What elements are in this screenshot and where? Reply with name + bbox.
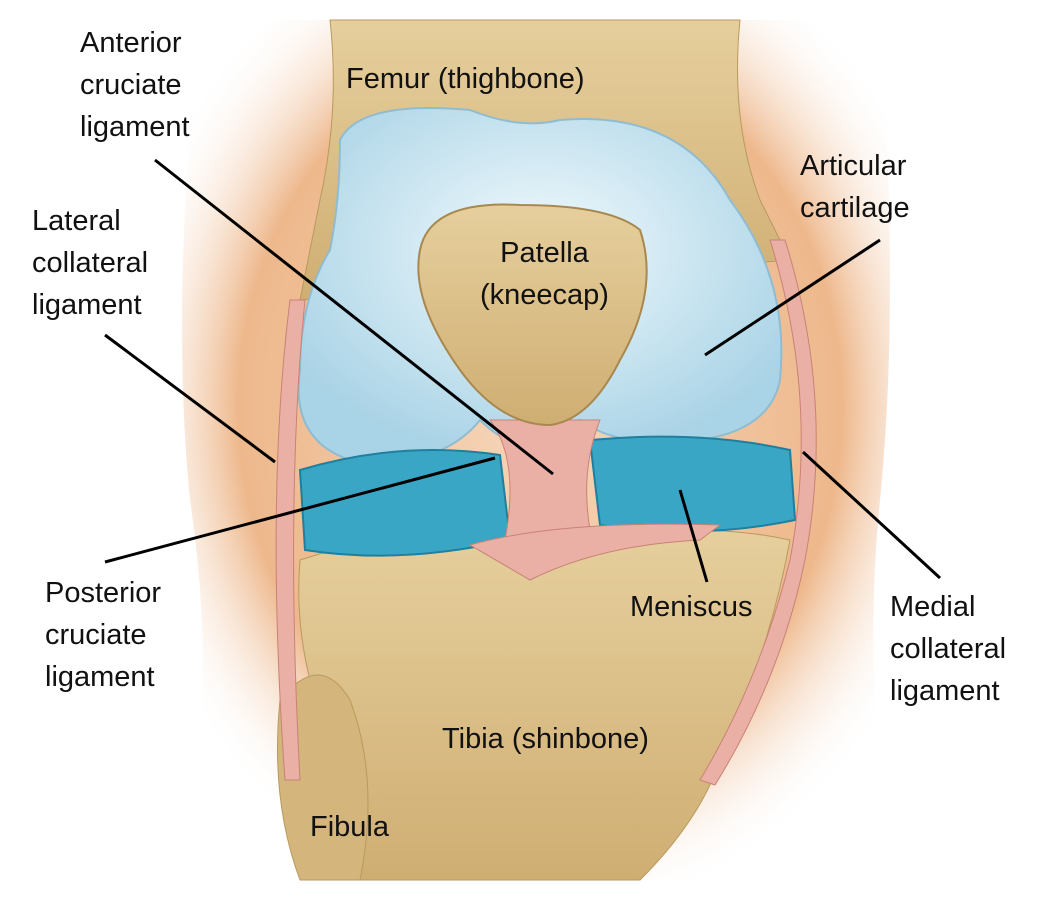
label-lcl: Lateral collateral ligament [32, 205, 149, 321]
label-acl: Anterior cruciate ligament [80, 27, 190, 143]
ligament-fibers [468, 523, 722, 581]
fibula [277, 674, 369, 881]
leader-mcl [801, 450, 942, 580]
label-articular-cartilage: Articular cartilage [800, 150, 910, 224]
leader-lcl [104, 333, 276, 464]
label-tibia: Tibia (shinbone) [442, 723, 649, 755]
label-mcl: Medial collateral ligament [890, 591, 1007, 707]
leader-meniscus [678, 489, 709, 583]
label-meniscus: Meniscus [630, 591, 753, 623]
label-pcl: Posterior cruciate ligament [45, 577, 162, 693]
leader-acl [154, 158, 554, 476]
leader-pcl [104, 456, 496, 564]
label-fibula: Fibula [310, 811, 389, 843]
medial-collateral-ligament [699, 239, 817, 786]
lateral-collateral-ligament [275, 299, 306, 781]
label-patella: Patella (kneecap) [480, 237, 609, 311]
label-femur: Femur (thighbone) [346, 63, 585, 95]
patella [417, 203, 648, 427]
meniscus-medial [588, 435, 797, 533]
leader-articular [704, 238, 881, 357]
